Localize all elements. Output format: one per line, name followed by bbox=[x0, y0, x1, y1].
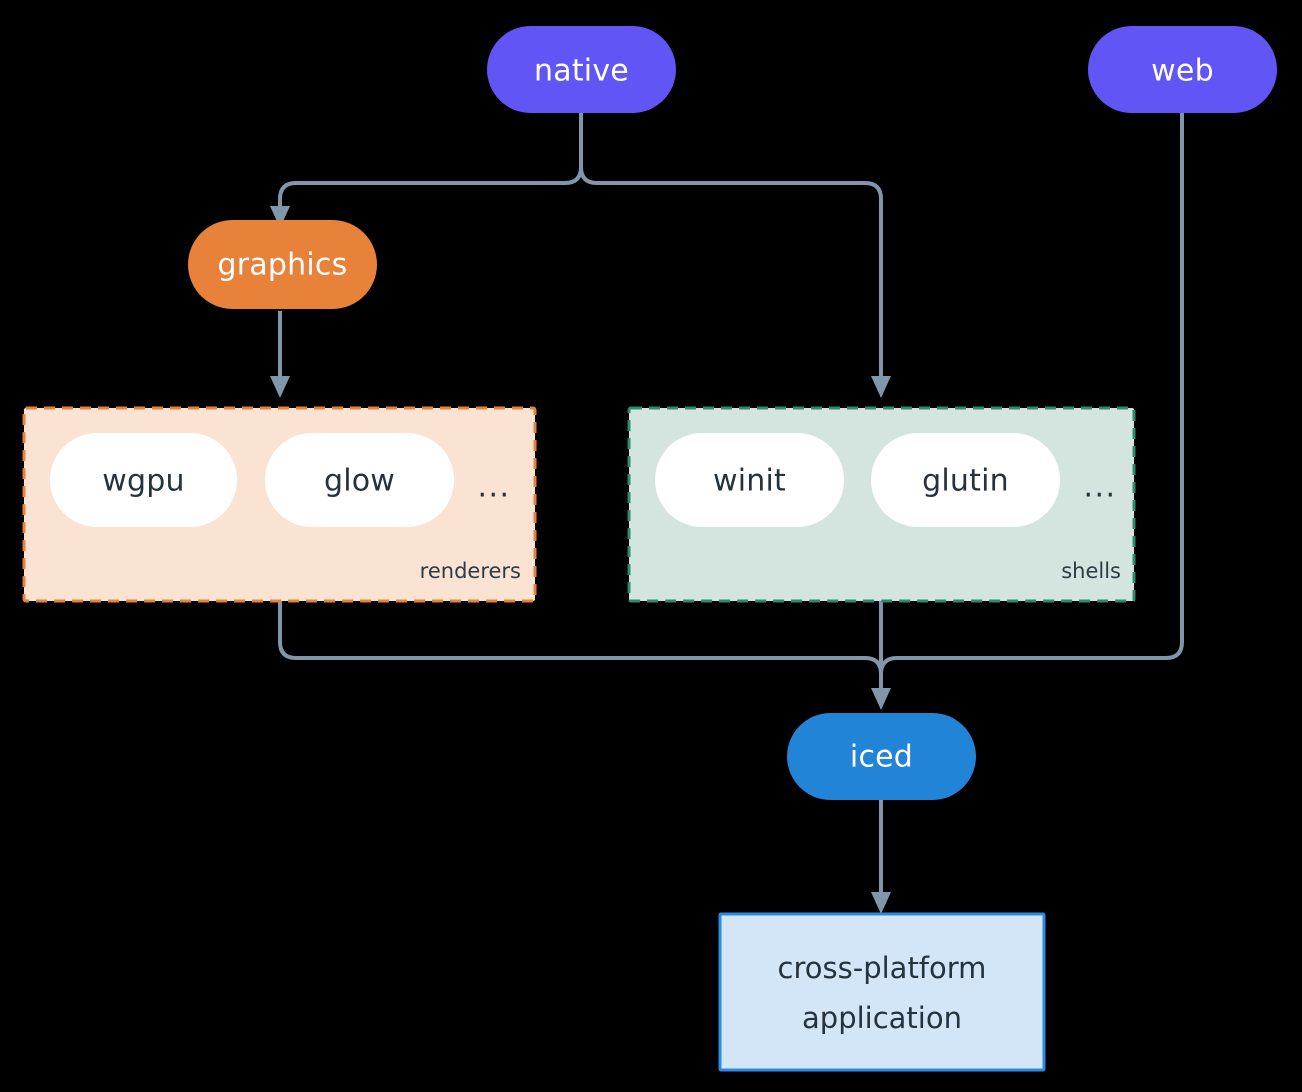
cluster-renderers-label: renderers bbox=[420, 559, 521, 583]
node-application-shape[interactable] bbox=[718, 912, 1046, 1072]
node-web-label: web bbox=[1151, 54, 1214, 89]
edge-renderers-to-iced bbox=[278, 601, 883, 692]
cluster-shells: winit glutin ... shells bbox=[627, 406, 1136, 603]
edge-iced-to-application bbox=[871, 800, 891, 914]
node-native[interactable]: native bbox=[487, 26, 676, 113]
arrow-head-icon bbox=[871, 688, 891, 710]
edge-layer bbox=[270, 112, 1184, 914]
node-native-shape[interactable] bbox=[487, 26, 676, 113]
edge-native-to-graphics bbox=[270, 112, 583, 228]
node-iced[interactable]: iced bbox=[787, 713, 976, 800]
edge-merge-into-iced bbox=[871, 688, 891, 710]
node-native-label: native bbox=[534, 54, 629, 89]
node-application-label-line1: cross-platform bbox=[778, 951, 987, 985]
edge-native-to-shells bbox=[579, 112, 891, 398]
cluster-shells-label: shells bbox=[1061, 559, 1121, 583]
edge-graphics-to-renderers bbox=[270, 311, 290, 398]
arrow-head-icon bbox=[871, 892, 891, 914]
node-iced-shape[interactable] bbox=[787, 713, 976, 800]
edge-web-to-iced bbox=[879, 112, 1184, 692]
node-glow[interactable] bbox=[265, 433, 454, 527]
node-winit-label: winit bbox=[713, 464, 786, 499]
node-graphics[interactable]: graphics bbox=[188, 220, 377, 309]
node-graphics-shape[interactable] bbox=[188, 220, 377, 309]
renderers-ellipsis: ... bbox=[477, 470, 510, 505]
node-glow-label: glow bbox=[324, 464, 395, 499]
node-wgpu[interactable] bbox=[50, 433, 237, 527]
arrow-head-icon bbox=[270, 376, 290, 398]
node-wgpu-label: wgpu bbox=[102, 464, 184, 499]
arrow-head-icon bbox=[270, 206, 290, 228]
node-graphics-label: graphics bbox=[218, 248, 348, 283]
node-application[interactable]: cross-platform application bbox=[718, 912, 1046, 1072]
cluster-renderers: wgpu glow ... renderers bbox=[22, 406, 537, 603]
node-iced-label: iced bbox=[850, 740, 913, 775]
node-web-shape[interactable] bbox=[1088, 26, 1277, 113]
node-application-label-line2: application bbox=[802, 1001, 962, 1035]
node-web[interactable]: web bbox=[1088, 26, 1277, 113]
node-glutin[interactable] bbox=[871, 433, 1060, 527]
node-glutin-label: glutin bbox=[922, 464, 1009, 499]
arrow-head-icon bbox=[871, 376, 891, 398]
shells-ellipsis: ... bbox=[1083, 470, 1116, 505]
node-winit[interactable] bbox=[655, 433, 844, 527]
